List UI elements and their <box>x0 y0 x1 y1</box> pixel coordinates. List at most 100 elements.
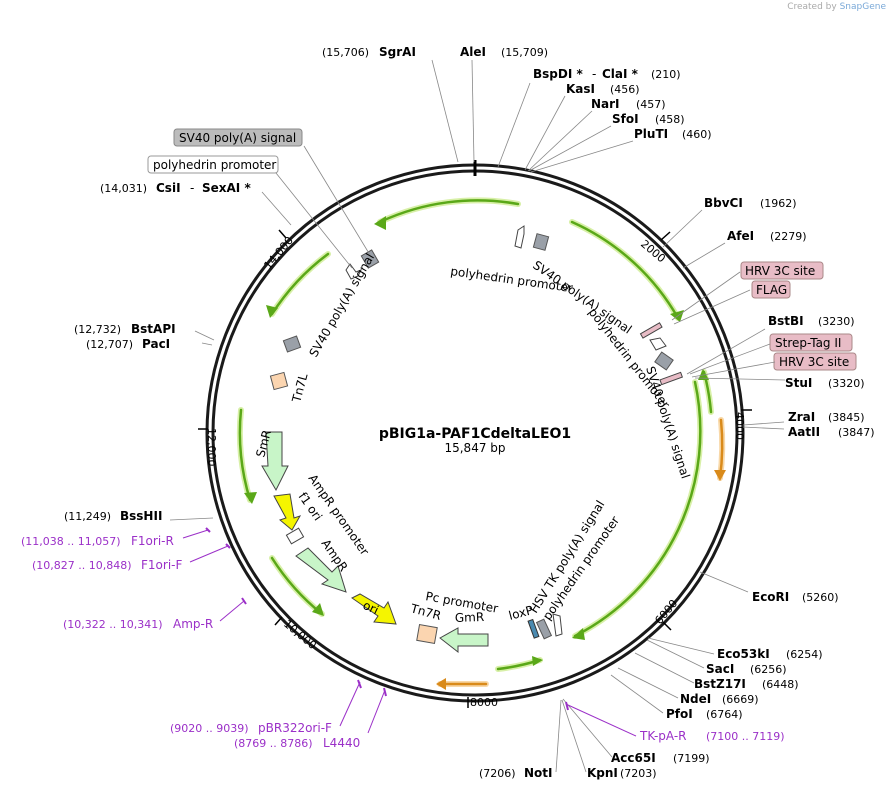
credit-prefix: Created by <box>787 2 837 12</box>
loxp-block <box>527 618 540 639</box>
site-bsshii: BssHII <box>120 509 162 523</box>
site-kpni: KpnI <box>587 766 618 780</box>
boxed-label-strep: Strep-Tag II <box>769 333 853 352</box>
arrowhead-orange-right <box>714 470 726 481</box>
tick-label-8000: 8000 <box>470 696 498 709</box>
site-noti: NotI <box>524 766 553 780</box>
boxed-label-hrv2: HRV 3C site <box>773 352 857 371</box>
arrowhead-bottom-small <box>532 656 543 666</box>
polyhedrin-promoter-top <box>514 225 525 249</box>
site-bstz17i: BstZ17I <box>694 677 746 691</box>
site-sfoi-pos: (458) <box>655 113 685 126</box>
boxed-label-flag: FLAG <box>751 280 791 299</box>
arrowhead-left-upper <box>266 305 278 318</box>
site-aatii: AatII <box>788 425 820 439</box>
site-csii-pos: (14,031) <box>100 182 147 195</box>
boxed-text-sv40-top: SV40 poly(A) signal <box>179 131 296 145</box>
site-ecori: EcoRI <box>752 590 789 604</box>
boxed-text-hrv2: HRV 3C site <box>779 355 849 369</box>
tick-label-12000: 12,000 <box>205 428 218 467</box>
arrowhead-left-lower <box>244 492 257 504</box>
site-bsshii-pos: (11,249) <box>64 510 111 523</box>
site-pluti-pos: (460) <box>682 128 712 141</box>
ori-arrow <box>351 593 397 625</box>
plasmid-length: 15,847 bp <box>444 441 505 455</box>
site-ndei: NdeI <box>680 692 711 706</box>
tick-label-4000: 4000 <box>733 412 746 440</box>
site-acc65i: Acc65I <box>611 751 656 765</box>
boxed-text-strep: Strep-Tag II <box>775 336 841 350</box>
site-acc65i-pos: (7199) <box>673 752 710 765</box>
site-sfoi: SfoI <box>612 112 639 126</box>
site-pfoi: PfoI <box>666 707 693 721</box>
site-bspdi-pos: (210) <box>651 68 681 81</box>
site-bstapi-pos: (12,732) <box>74 323 121 336</box>
site-clai: ClaI * <box>602 67 639 81</box>
site-nari: NarI <box>591 97 620 111</box>
site-zrai: ZraI <box>788 410 815 424</box>
gmr-arrow <box>439 627 489 654</box>
boxed-text-flag: FLAG <box>756 283 787 297</box>
primer-f1orir: F1ori-R <box>131 534 174 548</box>
boxed-label-sv40-top: SV40 poly(A) signal <box>173 128 303 147</box>
site-saci-pos: (6256) <box>750 663 787 676</box>
primer-f1orif: F1ori-F <box>141 558 182 572</box>
site-alei: AleI <box>460 45 486 59</box>
boxed-label-hrv1: HRV 3C site <box>740 261 824 280</box>
site-bbvci-pos: (1962) <box>760 197 797 210</box>
site-bbvci: BbvCI <box>704 196 743 210</box>
site-afei: AfeI <box>727 229 754 243</box>
sv40-terminator-right <box>654 351 674 371</box>
hrv-flag-tags-top <box>639 322 663 339</box>
polyhedrin-promoter-right <box>649 337 667 351</box>
primer-l4440: L4440 <box>323 736 360 750</box>
site-stui-pos: (3320) <box>828 377 865 390</box>
arc-top-right <box>570 220 680 320</box>
arrowhead-bottom-left <box>312 603 324 616</box>
snapgene-brand: SnapGene <box>839 2 886 12</box>
site-bstbi: BstBI <box>768 314 804 328</box>
hsv-tk-terminator <box>535 618 553 640</box>
site-kasi-pos: (456) <box>610 83 640 96</box>
tn7l-block <box>269 371 289 391</box>
site-aatii-pos: (3847) <box>838 426 875 439</box>
site-pluti: PluTI <box>634 127 668 141</box>
primer-ampr: Amp-R <box>173 617 213 631</box>
label-sv40-left: SV40 poly(A) signal <box>306 251 377 359</box>
site-noti-pos: (7206) <box>479 767 516 780</box>
sv40-terminator-top <box>532 233 550 251</box>
site-csii-sep: - <box>190 181 194 195</box>
label-tn7l: Tn7L <box>289 372 310 405</box>
sv40-terminator-left <box>282 335 302 353</box>
primer-tkpar-pos: (7100 .. 7119) <box>706 730 785 743</box>
plasmid-name: pBIG1a-PAF1CdeltaLEO1 <box>379 426 571 442</box>
site-sexai: SexAI * <box>202 181 251 195</box>
site-kpni-pos: (7203) <box>620 767 657 780</box>
arc-left-lower <box>238 408 252 502</box>
tick-6000 <box>662 621 672 631</box>
f1-ori-arrow <box>273 493 302 531</box>
label-smr: SmR <box>253 428 274 458</box>
site-bspdi: BspDI * <box>533 67 583 81</box>
arc-top-left <box>378 199 520 224</box>
label-sv40-right1: SV40 poly(A) signal <box>530 258 634 337</box>
ampr-promoter-block <box>285 527 305 545</box>
label-ori: ori <box>361 598 381 617</box>
tick-2000 <box>660 231 671 241</box>
site-kasi: KasI <box>566 82 595 96</box>
site-bstapi: BstAPI <box>131 322 176 336</box>
primer-f1orif-pos: (10,827 .. 10,848) <box>32 559 132 572</box>
arrowhead-right-small <box>698 369 709 380</box>
site-sgrai: SgrAI <box>379 45 416 59</box>
arrowhead-right <box>572 628 585 640</box>
site-eco53ki: Eco53kI <box>717 647 770 661</box>
site-eco53ki-pos: (6254) <box>786 648 823 661</box>
tick-10000 <box>274 616 283 626</box>
primer-pbr322: pBR322ori-F <box>258 721 332 735</box>
site-bstbi-pos: (3230) <box>818 315 855 328</box>
primer-pbr322-pos: (9020 .. 9039) <box>170 722 249 735</box>
label-gmr: GmR <box>455 610 485 625</box>
ampr-arrow <box>295 547 347 593</box>
tick-14000 <box>278 229 287 239</box>
